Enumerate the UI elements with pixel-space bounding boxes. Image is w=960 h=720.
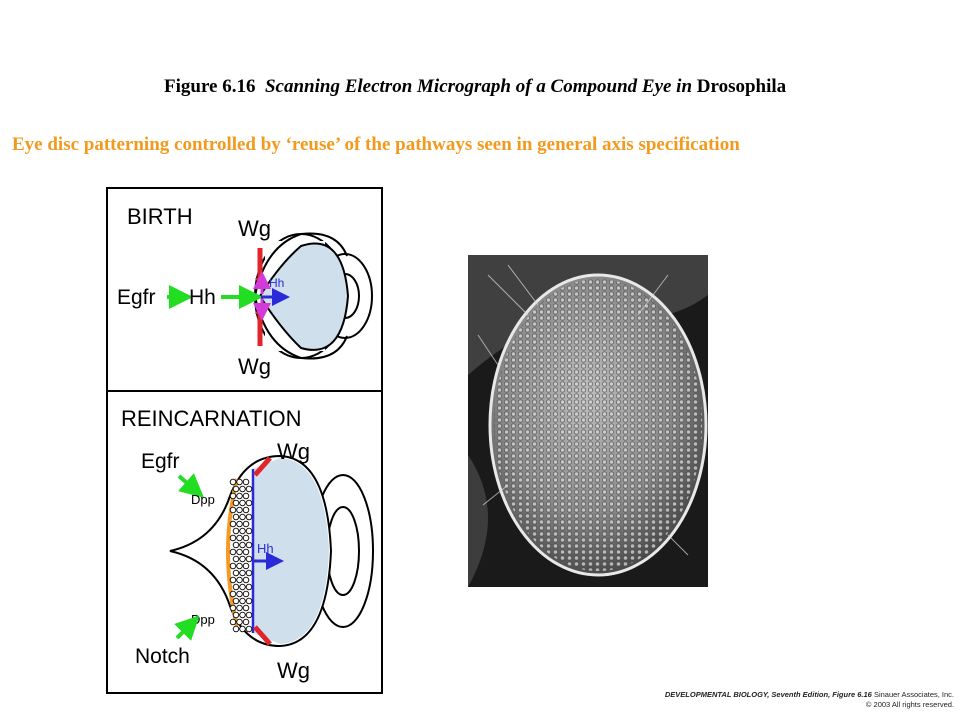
ommatidium (242, 478, 250, 486)
ommatidium (245, 541, 253, 549)
ommatidium (242, 604, 250, 612)
ommatidium (242, 590, 250, 598)
ommatidium (242, 618, 250, 626)
ommatidium (232, 569, 240, 577)
ommatidium (245, 555, 253, 563)
ommatidium (239, 611, 246, 619)
ommatidium (232, 555, 240, 563)
ommatidium (242, 576, 250, 584)
ommatidium (242, 548, 250, 556)
ommatidium (242, 492, 250, 500)
reinc-hh-label: Hh (257, 541, 274, 556)
ommatidium (236, 604, 243, 612)
ommatidium (239, 527, 246, 535)
ommatidium (236, 590, 243, 598)
ommatidium (239, 541, 246, 549)
ommatidium (229, 590, 237, 598)
ommatidium (229, 534, 237, 542)
ommatidium (239, 583, 246, 591)
ommatidium (242, 562, 250, 570)
credit-publisher: Sinauer Associates, Inc. (873, 690, 954, 699)
ommatidium (239, 625, 246, 633)
eye-disc-diagram: BIRTH Wg Wg Egfr Hh Hh REINCARNATION (106, 187, 383, 694)
publisher-credit: DEVELOPMENTAL BIOLOGY, Seventh Edition, … (662, 690, 954, 710)
ommatidium (245, 597, 253, 605)
ommatidium (242, 520, 250, 528)
ommatidium (236, 548, 243, 556)
ommatidia-cluster (229, 478, 253, 633)
ommatidium (245, 611, 253, 619)
birth-panel: BIRTH Wg Wg Egfr Hh Hh (106, 187, 383, 392)
ommatidium (236, 520, 243, 528)
reinc-wg-top-label: Wg (277, 439, 310, 464)
ommatidium (229, 562, 237, 570)
figure-organism: Drosophila (696, 76, 787, 97)
ommatidium (229, 548, 237, 556)
ommatidium (232, 527, 240, 535)
ommatidium (232, 625, 240, 633)
ommatidium (232, 541, 240, 549)
birth-hh-label: Hh (189, 286, 216, 309)
ommatidium (229, 492, 237, 500)
reinc-dpp-bottom-label: Dpp (191, 612, 215, 627)
birth-hh-small-label: Hh (269, 276, 284, 290)
slide-subtitle: Eye disc patterning controlled by ‘reuse… (12, 134, 740, 155)
birth-wg-bottom-label: Wg (238, 354, 271, 379)
ommatidium (242, 506, 250, 514)
birth-heading: BIRTH (127, 204, 193, 229)
ommatidium (232, 499, 240, 507)
ommatidium (229, 618, 237, 626)
ommatidium (232, 611, 240, 619)
reinc-egfr-label: Egfr (141, 450, 180, 473)
ommatidium (236, 576, 243, 584)
reinc-notch-arrow (174, 615, 200, 641)
ommatidium (236, 478, 243, 486)
credit-copyright: © 2003 All rights reserved. (865, 700, 954, 709)
ommatidium (245, 583, 253, 591)
ommatidium (236, 506, 243, 514)
ommatidium (245, 569, 253, 577)
ommatidium (232, 513, 240, 521)
ommatidium (229, 506, 237, 514)
reincarnation-eye-disc (169, 454, 374, 648)
ommatidium (239, 513, 246, 521)
ommatidium (236, 492, 243, 500)
ommatidium (239, 555, 246, 563)
reinc-wg-bar-bottom (253, 625, 272, 646)
reincarnation-panel: REINCARNATION Wg Wg Egfr Dpp Hh Dpp Notc… (106, 390, 383, 694)
figure-caption: Scanning Electron Micrograph of a Compou… (264, 76, 693, 97)
credit-book: DEVELOPMENTAL BIOLOGY, Seventh Edition, … (664, 690, 872, 699)
reinc-wg-bar-top (253, 456, 272, 477)
ommatidium (229, 576, 237, 584)
ommatidium (242, 534, 250, 542)
reinc-notch-label: Notch (135, 645, 190, 668)
ommatidium (236, 618, 243, 626)
ommatidium (245, 513, 253, 521)
ommatidium (229, 478, 237, 486)
reinc-dpp-top-label: Dpp (191, 492, 215, 507)
reinc-egfr-arrow (177, 473, 205, 498)
ommatidium (239, 569, 246, 577)
ommatidium (236, 562, 243, 570)
ommatidium (232, 485, 240, 493)
ommatidium (245, 625, 253, 633)
birth-wg-top-label: Wg (238, 216, 271, 241)
ommatidium (245, 527, 253, 535)
ommatidium (239, 485, 246, 493)
birth-egfr-label: Egfr (117, 286, 156, 309)
ommatidium (232, 597, 240, 605)
ommatidium (239, 499, 246, 507)
fly-compound-eye-micrograph (468, 255, 708, 587)
ommatidium (229, 520, 237, 528)
ommatidium (239, 597, 246, 605)
ommatidium (236, 534, 243, 542)
reinc-wg-bottom-label: Wg (277, 658, 310, 683)
figure-number: Figure 6.16 (164, 76, 256, 97)
ommatidium (245, 485, 253, 493)
reincarnation-heading: REINCARNATION (121, 406, 302, 431)
ommatidium (229, 604, 237, 612)
ommatidium (245, 499, 253, 507)
figure-title: Figure 6.16 Scanning Electron Micrograph… (164, 76, 954, 98)
ommatidium (232, 583, 240, 591)
